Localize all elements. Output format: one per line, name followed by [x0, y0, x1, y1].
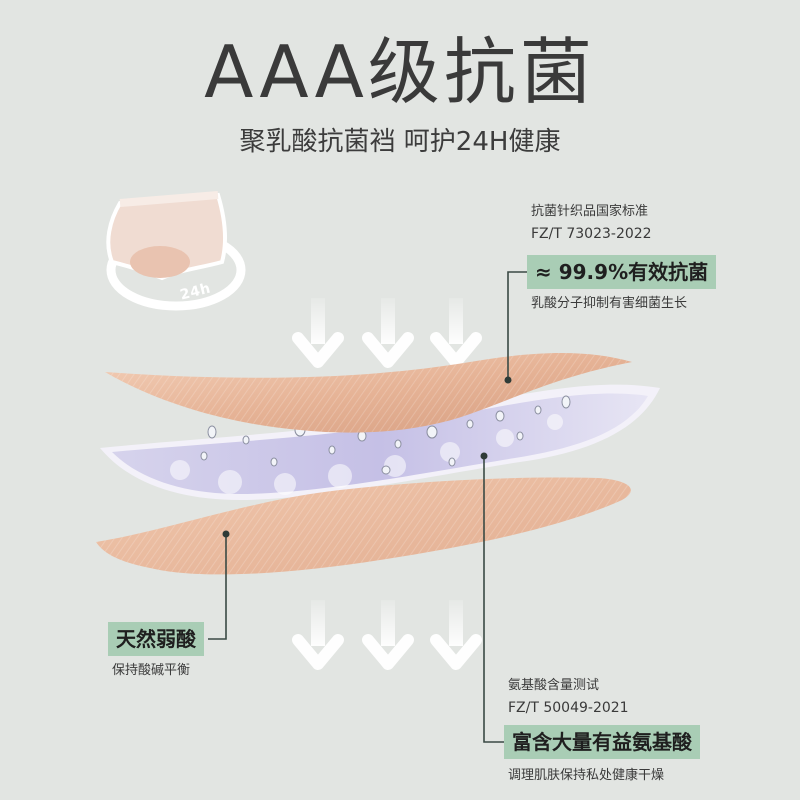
page-subtitle: 聚乳酸抗菌裆 呵护24H健康	[239, 127, 561, 157]
amino-badge: 富含大量有益氨基酸	[504, 725, 700, 759]
antibacterial-standard-code: FZ/T 73023-2022	[531, 226, 652, 242]
connector-antibacterial	[507, 271, 528, 380]
top-fabric-layer	[105, 353, 632, 433]
lavender-fabric-layer	[100, 384, 660, 500]
antibacterial-standard-name: 抗菌针织品国家标准	[531, 204, 649, 219]
weak-acid-badge: 天然弱酸	[108, 622, 204, 656]
connector-amino-acid	[483, 456, 504, 743]
connector-weak-acid	[208, 534, 227, 640]
bottom-fabric-layer	[96, 477, 631, 575]
weak-acid-description: 保持酸碱平衡	[112, 663, 191, 678]
down-arrows-bottom	[292, 600, 482, 670]
underwear-24h-icon	[106, 191, 246, 311]
amino-description: 调理肌肤保持私处健康干燥	[508, 768, 665, 783]
page-title: AAA级抗菌	[204, 30, 596, 114]
antibacterial-description: 乳酸分子抑制有害细菌生长	[531, 296, 688, 311]
connector-dots	[222, 376, 512, 538]
connector-lines	[208, 271, 528, 743]
amino-standard-code: FZ/T 50049-2021	[508, 700, 629, 716]
amino-standard-name: 氨基酸含量测试	[508, 678, 600, 693]
antibacterial-badge: ≈ 99.9%有效抗菌	[527, 255, 717, 289]
down-arrows-top	[292, 298, 482, 368]
